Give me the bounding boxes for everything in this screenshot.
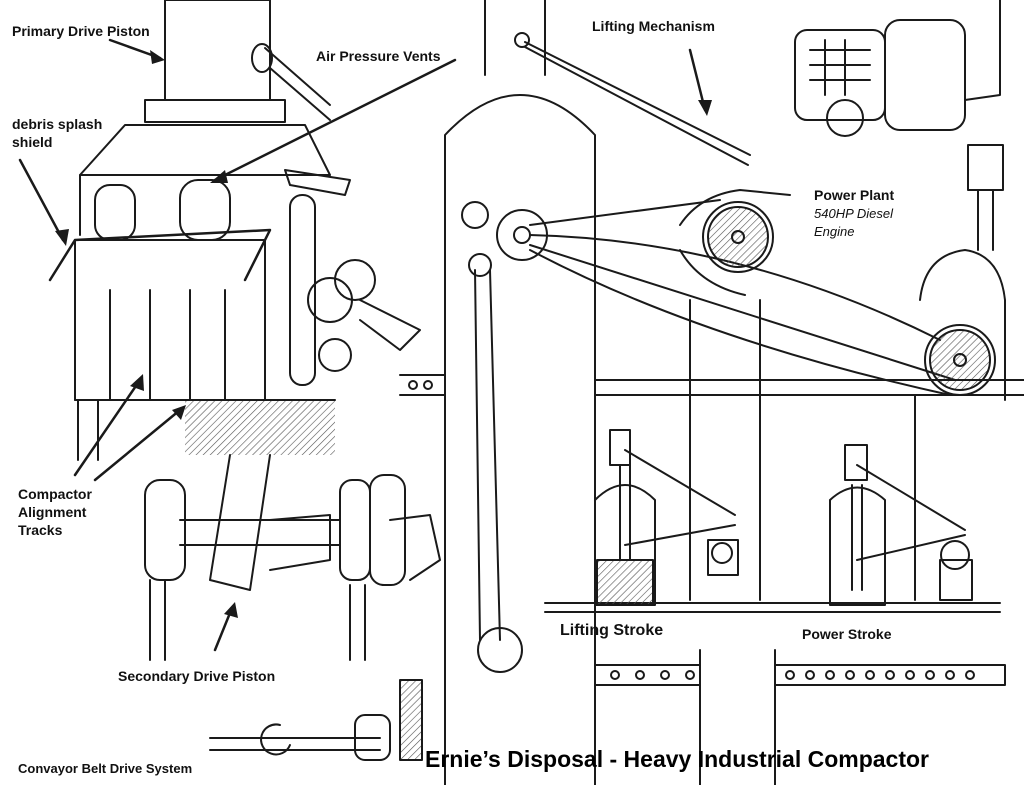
- label-compactor-alignment-2: Alignment: [18, 504, 87, 520]
- label-secondary-drive-piston: Secondary Drive Piston: [118, 668, 276, 684]
- label-lifting-mechanism: Lifting Mechanism: [592, 18, 715, 34]
- label-compactor-alignment-1: Compactor: [18, 486, 92, 502]
- compactor-head: [48, 0, 351, 461]
- diagram-title: Ernie’s Disposal - Heavy Industrial Comp…: [425, 746, 930, 772]
- central-column: [444, 0, 751, 785]
- label-conveyor-belt-drive: Convayor Belt Drive System: [18, 761, 193, 776]
- label-power-plant-spec-1: 540HP Diesel: [814, 206, 894, 221]
- frame: [399, 299, 1024, 613]
- label-air-pressure-vents: Air Pressure Vents: [316, 48, 441, 64]
- power-stroke-diagram: [829, 444, 973, 606]
- label-primary-drive-piston: Primary Drive Piston: [12, 23, 150, 39]
- head-gear-cluster: [307, 259, 421, 372]
- label-power-stroke: Power Stroke: [802, 626, 892, 642]
- conveyor-drive: [209, 679, 423, 761]
- label-debris-splash-1: debris splash: [12, 116, 103, 132]
- lifting-stroke-diagram: [594, 429, 739, 606]
- primary-piston-rod: [251, 43, 331, 121]
- label-power-plant-spec-2: Engine: [814, 224, 855, 239]
- callout-arrows: [18, 38, 707, 652]
- label-power-plant: Power Plant: [814, 187, 895, 203]
- label-debris-splash-2: shield: [12, 134, 53, 150]
- label-compactor-alignment-3: Tracks: [18, 522, 63, 538]
- engine: [794, 0, 1006, 401]
- label-lifting-stroke: Lifting Stroke: [560, 622, 664, 639]
- flywheel: [679, 189, 791, 296]
- secondary-drive-assembly: [144, 454, 441, 661]
- bottom-conveyor-rails: [594, 649, 1006, 785]
- arrowheads: [55, 50, 712, 618]
